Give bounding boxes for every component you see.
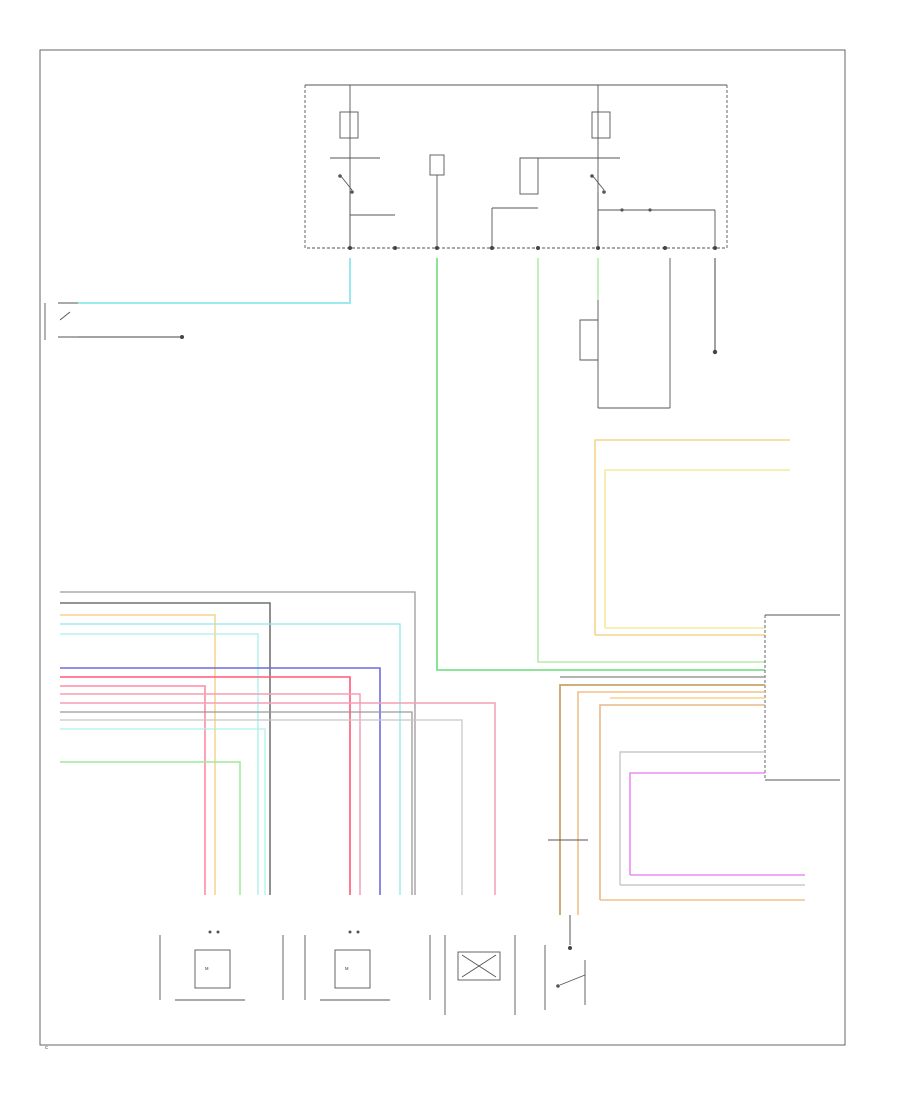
footer-code: C	[45, 1045, 48, 1050]
wire-green-main	[436, 258, 765, 671]
wire-tan	[599, 704, 765, 900]
relay-right	[491, 111, 716, 248]
actuator-right	[444, 935, 516, 1015]
bottom-switch-right	[544, 945, 586, 1010]
left-switch	[44, 302, 184, 340]
actuator-left: M	[159, 930, 284, 1001]
diagram-frame	[39, 49, 846, 1046]
wire-orange-1	[577, 691, 765, 915]
wire-gray-low	[619, 751, 765, 885]
ground-top-right	[712, 258, 718, 355]
wire-violet	[629, 772, 765, 875]
right-module	[764, 614, 840, 781]
wire-yellow-1	[594, 439, 790, 635]
relay-left	[330, 111, 445, 248]
top-module	[304, 84, 728, 250]
top-module-pins	[348, 246, 717, 250]
ground-icon	[712, 349, 718, 355]
wire-brown	[559, 684, 765, 915]
svg-text:M: M	[205, 966, 209, 971]
wire-yellow-2	[604, 469, 790, 628]
svg-text:M: M	[345, 966, 349, 971]
actuator-middle: M	[304, 930, 431, 1001]
wire-light-green-a	[537, 258, 765, 663]
splice-connector	[548, 839, 588, 950]
left-harness	[60, 591, 496, 895]
wire-light-blue-top	[78, 258, 351, 304]
switch-right-top	[579, 258, 671, 409]
ground-icon	[180, 335, 184, 339]
